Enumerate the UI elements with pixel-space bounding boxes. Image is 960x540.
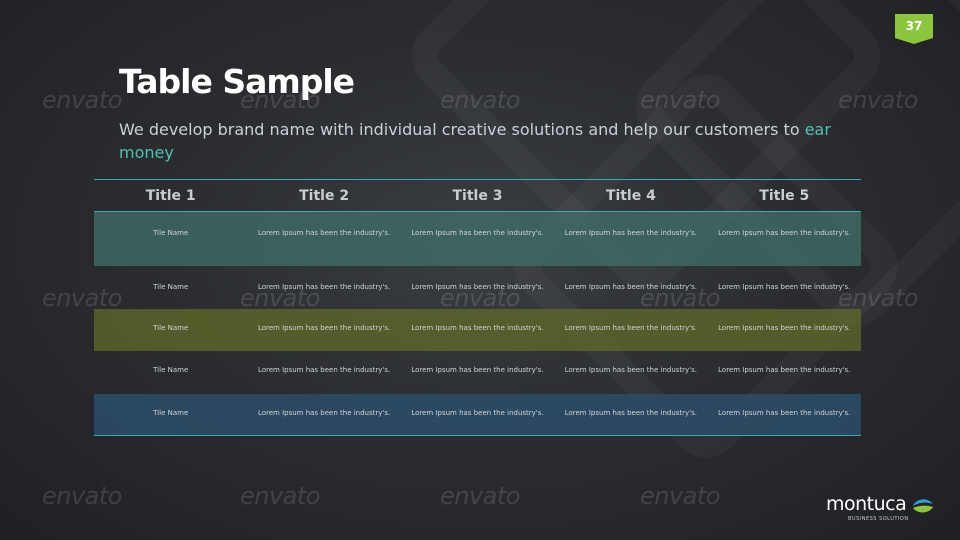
table-cell: Lorem Ipsum has been the industry's. <box>564 229 697 237</box>
subtitle-highlight: ear money <box>119 120 831 162</box>
slide-title: Table Sample <box>119 62 355 101</box>
table-cell: Lorem Ipsum has been the industry's. <box>564 282 697 291</box>
table-row: Tile Name Lorem Ipsum has been the indus… <box>94 266 861 309</box>
sample-table: Title 1 Title 2 Title 3 Title 4 Title 5 … <box>94 179 861 436</box>
table-cell: Lorem Ipsum has been the industry's. <box>564 365 697 374</box>
column-header: Title 5 <box>759 187 810 204</box>
table-cell: Lorem Ipsum has been the industry's. <box>718 323 851 332</box>
watermark: envato <box>240 284 320 312</box>
table-header-row: Title 1 Title 2 Title 3 Title 4 Title 5 <box>94 179 861 212</box>
table-cell: Tile Name <box>153 229 189 237</box>
table-cell: Lorem Ipsum has been the industry's. <box>718 365 851 374</box>
table-row: Tile Name Lorem Ipsum has been the indus… <box>94 308 861 351</box>
table-cell: Lorem Ipsum has been the industry's. <box>564 408 697 417</box>
slide-subtitle: We develop brand name with individual cr… <box>119 118 879 164</box>
watermark: envato <box>42 482 122 510</box>
watermark: envato <box>838 284 918 312</box>
table-row: Tile Name Lorem Ipsum has been the indus… <box>94 211 861 266</box>
page-number-badge: 37 <box>895 14 933 44</box>
watermark: envato <box>640 482 720 510</box>
table-cell: Lorem Ipsum has been the industry's. <box>411 282 544 291</box>
brand-tagline: BUSINESS SOLUTION <box>848 516 909 522</box>
table-cell: Lorem Ipsum has been the industry's. <box>257 282 391 291</box>
subtitle-text: We develop brand name with individual cr… <box>119 120 805 139</box>
brand-logo-icon <box>913 499 933 513</box>
table-cell: Lorem Ipsum has been the industry's. <box>411 408 544 417</box>
column-header: Title 3 <box>452 187 503 204</box>
watermark: envato <box>42 86 122 114</box>
table-cell: Lorem Ipsum has been the industry's. <box>257 408 391 417</box>
table-cell: Tile Name <box>153 282 189 291</box>
table-cell: Lorem Ipsum has been the industry's. <box>411 229 544 237</box>
watermark: envato <box>440 86 520 114</box>
watermark: envato <box>42 284 122 312</box>
table-cell: Lorem Ipsum has been the industry's. <box>718 408 851 417</box>
table-cell: Lorem Ipsum has been the industry's. <box>411 323 544 332</box>
table-cell: Tile Name <box>153 408 189 417</box>
brand-block: montuca BUSINESS SOLUTION <box>826 493 908 522</box>
table-row: Tile Name Lorem Ipsum has been the indus… <box>94 393 861 436</box>
table-row: Tile Name Lorem Ipsum has been the indus… <box>94 351 861 394</box>
table-cell: Lorem Ipsum has been the industry's. <box>411 365 544 374</box>
table-cell: Lorem Ipsum has been the industry's. <box>257 323 391 332</box>
table-cell: Lorem Ipsum has been the industry's. <box>564 323 697 332</box>
watermark: envato <box>240 482 320 510</box>
watermark: envato <box>838 86 918 114</box>
watermark: envato <box>240 86 320 114</box>
column-header: Title 4 <box>605 187 656 204</box>
table-cell: Lorem Ipsum has been the industry's. <box>257 365 391 374</box>
column-header: Title 1 <box>145 187 196 204</box>
table-cell: Lorem Ipsum has been the industry's. <box>257 229 391 237</box>
watermark: envato <box>440 482 520 510</box>
watermark: envato <box>440 284 520 312</box>
table-cell: Tile Name <box>153 365 189 374</box>
table-cell: Tile Name <box>153 323 189 332</box>
watermark: envato <box>640 284 720 312</box>
table-cell: Lorem Ipsum has been the industry's. <box>718 282 851 291</box>
brand-name: montuca <box>826 493 907 515</box>
watermark: envato <box>640 86 720 114</box>
column-header: Title 2 <box>299 187 350 204</box>
table-cell: Lorem Ipsum has been the industry's. <box>718 229 851 237</box>
